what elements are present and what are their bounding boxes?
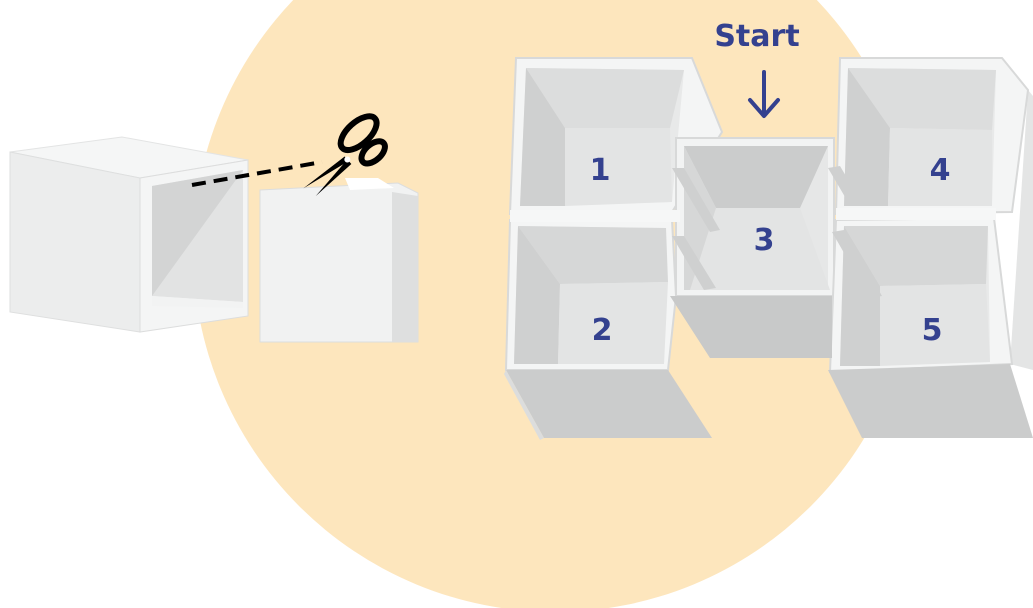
room-4	[834, 57, 1030, 216]
room-3	[675, 137, 835, 297]
cut-line	[191, 160, 323, 187]
passage-2-3	[672, 236, 716, 290]
room-5	[828, 216, 1014, 374]
base-right	[828, 364, 1033, 438]
passage-1-3	[672, 168, 720, 232]
start-label: Start	[714, 19, 799, 54]
passage-3-5	[832, 230, 882, 298]
room-number-2: 2	[592, 313, 613, 348]
bottom-recess	[670, 296, 832, 358]
room-1	[508, 57, 724, 216]
wall-4-5	[836, 208, 996, 220]
room-number-3: 3	[754, 223, 775, 258]
base-left	[506, 370, 712, 438]
arrow-down-icon	[748, 70, 780, 118]
scissors-icon	[303, 113, 388, 197]
maze	[504, 57, 1033, 440]
room-2	[504, 219, 678, 371]
room-number-4: 4	[930, 153, 951, 188]
base-left-face	[504, 370, 544, 440]
cut-panel	[259, 178, 419, 343]
wall-1-2	[510, 210, 680, 222]
passage-3-4	[828, 166, 860, 202]
open-box	[9, 136, 249, 333]
room-number-5: 5	[922, 313, 943, 348]
room-number-1: 1	[590, 153, 611, 188]
